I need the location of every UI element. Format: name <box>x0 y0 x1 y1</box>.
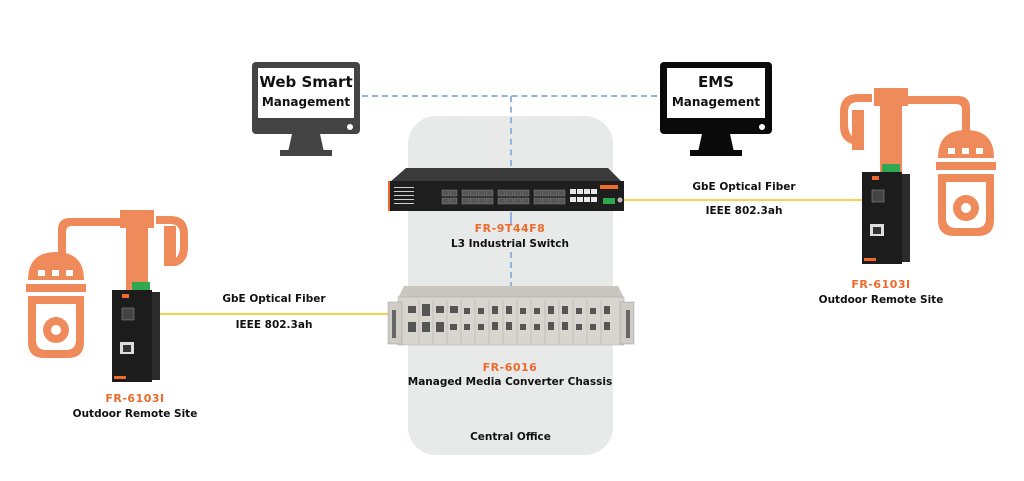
fiber-link-right <box>620 199 863 201</box>
fiber-right-bottom-label: IEEE 802.3ah <box>705 205 783 217</box>
media-converter-icon <box>112 282 160 382</box>
switch-description: L3 Industrial Switch <box>451 238 569 250</box>
web-smart-management-monitor: Web Smart Management <box>250 60 362 158</box>
fiber-link-left <box>160 313 388 315</box>
switch-link-segment <box>510 212 512 224</box>
cctv-camera-icon <box>26 210 188 358</box>
chassis-model: FR-6016 <box>482 361 538 374</box>
left-fr6103i-device <box>110 282 162 384</box>
media-converter-chassis-device <box>386 284 636 350</box>
left-surveillance-camera <box>20 208 200 368</box>
right-surveillance-camera <box>828 86 1008 246</box>
switch-model: FR-9T44F8 <box>474 222 546 235</box>
fiber-left-top-label: GbE Optical Fiber <box>222 293 326 305</box>
left-remote-description: Outdoor Remote Site <box>72 408 198 420</box>
fiber-right-top-label: GbE Optical Fiber <box>692 181 796 193</box>
central-office-label: Central Office <box>470 431 551 443</box>
switch-to-chassis-link <box>510 252 512 288</box>
chassis-icon <box>387 286 635 346</box>
right-remote-description: Outdoor Remote Site <box>818 294 944 306</box>
monitor-icon <box>660 62 772 156</box>
monitor-icon <box>252 62 360 156</box>
ems-subtitle: Management <box>671 95 761 109</box>
fiber-left-bottom-label: IEEE 802.3ah <box>235 319 313 331</box>
ems-title: EMS <box>698 73 734 91</box>
web-smart-subtitle: Management <box>261 95 351 109</box>
left-remote-model: FR-6103I <box>105 392 165 405</box>
right-fr6103i-device <box>860 164 912 266</box>
management-link-horizontal <box>362 95 657 97</box>
right-remote-model: FR-6103I <box>851 278 911 291</box>
ems-management-monitor: EMS Management <box>660 60 772 158</box>
media-converter-icon <box>862 164 910 264</box>
switch-icon <box>388 168 624 211</box>
cctv-camera-icon <box>840 88 996 236</box>
web-smart-title: Web Smart <box>259 73 353 91</box>
chassis-description: Managed Media Converter Chassis <box>407 376 613 388</box>
management-link-to-switch <box>510 96 512 166</box>
l3-switch-device <box>386 166 626 214</box>
